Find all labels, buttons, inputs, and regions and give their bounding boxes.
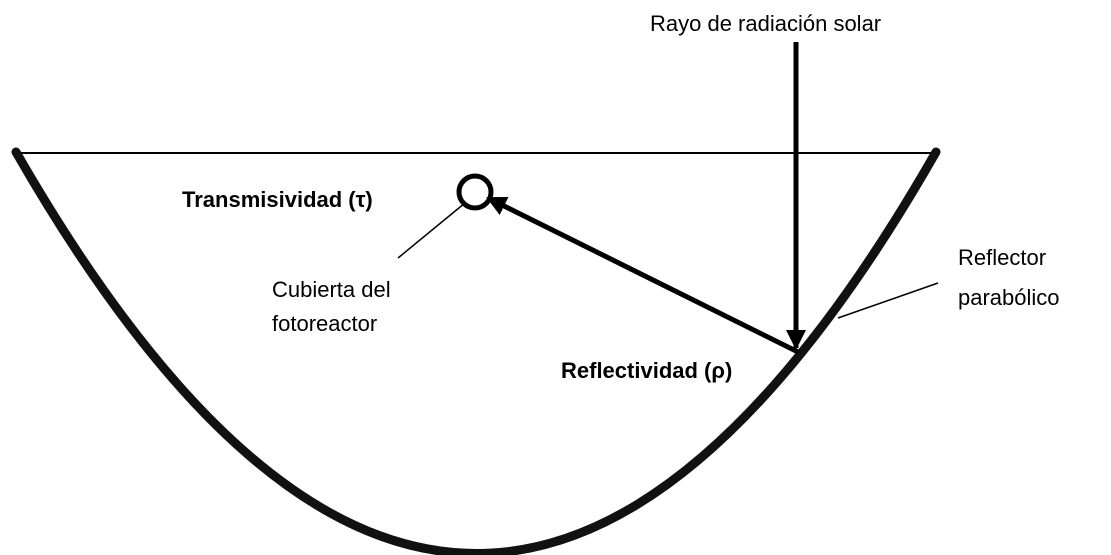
reflector-leader-line xyxy=(837,282,939,319)
photoreactor-cover-circle xyxy=(456,173,494,211)
cover-label-line2: fotoreactor xyxy=(272,311,377,336)
reflector-label-line2: parabólico xyxy=(958,285,1060,310)
reflected-ray-arrow xyxy=(486,195,800,355)
solar-ray-label: Rayo de radiación solar xyxy=(650,11,881,36)
parabolic-reflector-curve xyxy=(11,147,941,555)
reflectivity-label: Reflectividad (ρ) xyxy=(561,358,732,383)
reflector-label-line1: Reflector xyxy=(958,245,1046,270)
cover-leader-line xyxy=(397,202,466,259)
cover-label-line1: Cubierta del xyxy=(272,277,391,302)
transmissivity-label: Transmisividad (τ) xyxy=(182,187,373,212)
